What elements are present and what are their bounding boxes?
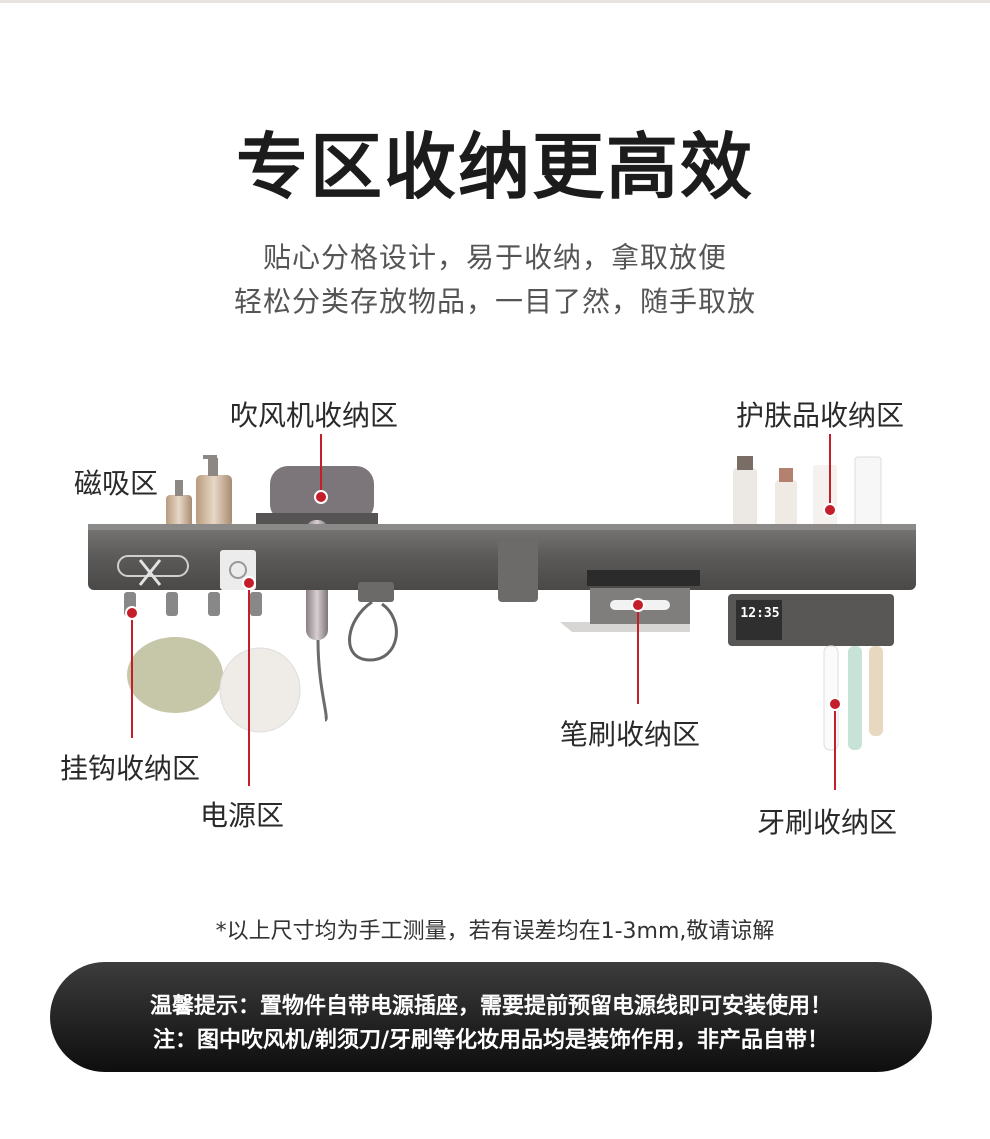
callout-dot-toothbrush xyxy=(828,697,842,711)
brush-drawer xyxy=(587,570,700,586)
subtitle-line-2: 轻松分类存放物品，一目了然，随手取放 xyxy=(233,285,756,318)
footnote: *以上尺寸均为手工测量，若有误差均在1-3mm,敬请谅解 xyxy=(215,919,775,944)
label-skincare: 护肤品收纳区 xyxy=(736,399,905,432)
top-strip xyxy=(0,0,990,3)
label-toothbrush: 牙刷收纳区 xyxy=(757,806,898,839)
callout-line-hooks xyxy=(131,610,133,738)
shelf-illustration xyxy=(88,455,916,751)
callout-dot-hair-dryer xyxy=(314,490,328,504)
label-magnetic: 磁吸区 xyxy=(74,467,159,500)
tip-banner: 温馨提示：置物件自带电源插座，需要提前预留电源线即可安装使用！ 注：图中吹风机/… xyxy=(50,962,932,1072)
clock-display: 12:35 xyxy=(740,606,780,621)
label-hooks: 挂钩收纳区 xyxy=(60,752,201,785)
callout-dot-power xyxy=(242,576,256,590)
callout-dot-pen-brush xyxy=(631,598,645,612)
label-pen-brush: 笔刷收纳区 xyxy=(560,718,701,751)
green-sponge xyxy=(127,637,223,713)
label-hair-dryer: 吹风机收纳区 xyxy=(230,399,399,432)
cup-holder xyxy=(498,540,538,602)
callout-dot-skincare xyxy=(823,503,837,517)
label-power: 电源区 xyxy=(200,799,285,832)
callout-dot-hooks xyxy=(125,606,139,620)
subtitle-line-1: 贴心分格设计，易于收纳，拿取放便 xyxy=(262,241,727,274)
soap-bottles xyxy=(166,455,232,527)
tip-line-1: 温馨提示：置物件自带电源插座，需要提前预留电源线即可安装使用！ xyxy=(149,994,832,1019)
white-sponge xyxy=(219,647,301,733)
callout-line-hair-dryer xyxy=(320,434,322,496)
skincare-bottles xyxy=(733,456,882,527)
callout-line-pen-brush xyxy=(637,604,639,704)
page-title: 专区收纳更高效 xyxy=(235,125,754,209)
callout-line-power xyxy=(248,580,250,786)
callout-line-toothbrush xyxy=(834,704,836,790)
callout-line-skincare xyxy=(829,434,831,510)
hooks xyxy=(124,592,262,616)
tip-line-2: 注：图中吹风机/剃须刀/牙刷等化妆用品均是装饰作用，非产品自带！ xyxy=(152,1028,830,1053)
